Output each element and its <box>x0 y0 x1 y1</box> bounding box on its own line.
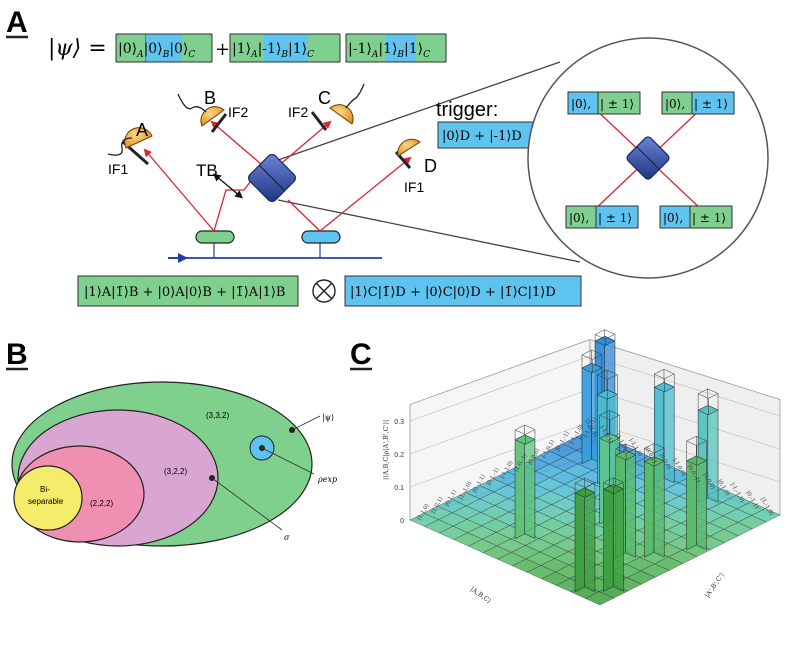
label-322: (3,2,2) <box>164 467 187 476</box>
z-tick-label: 0.2 <box>394 452 404 459</box>
left-axis-label: |A,B,C⟩ <box>469 585 493 605</box>
label-222: (2,2,2) <box>90 499 113 508</box>
panel-c: C 00.10.20.3|⟨A,B,C|ρ|A',B',C'⟩||1,-1,0⟩… <box>350 329 781 606</box>
if2-right-label: IF2 <box>288 104 308 120</box>
if1-right-label: IF1 <box>404 179 424 195</box>
psi-label: |ψ⟩ <box>322 413 334 422</box>
bar-face-left <box>514 434 525 540</box>
label-bisep-2: separable <box>28 497 64 506</box>
z-gridline-right <box>589 388 781 450</box>
svg-text:| ± 1⟩: | ± 1⟩ <box>692 211 726 225</box>
svg-text:|1⟩A|-1⟩B|1⟩C: |1⟩A|-1⟩B|1⟩C <box>232 41 314 60</box>
beam-splitter <box>248 154 296 202</box>
z-gridline-left <box>409 388 591 455</box>
label-332: (3,3,2) <box>206 411 229 420</box>
detector-c: C <box>318 83 365 125</box>
svg-text:| ± 1⟩: | ± 1⟩ <box>694 97 728 111</box>
crystal-left <box>195 230 235 244</box>
trigger-state: |0⟩D + |-1⟩D <box>442 129 522 144</box>
panel-b-letter: B <box>6 338 28 371</box>
state-right-box <box>344 275 582 307</box>
psi-ket: |ψ⟩ = <box>48 36 107 61</box>
svg-text:| ± 1⟩: | ± 1⟩ <box>600 97 634 111</box>
bar-face-left <box>644 456 655 558</box>
z-tick-label: 0.3 <box>394 419 404 426</box>
crystal-right <box>301 230 341 244</box>
if1-left-label: IF1 <box>108 161 128 177</box>
bar-face-left <box>574 487 585 593</box>
panel-c-letter: C <box>350 338 372 371</box>
svg-text:|0⟩,: |0⟩, <box>571 97 591 111</box>
svg-text:|0⟩,: |0⟩, <box>569 211 589 225</box>
if2-left-label: IF2 <box>228 104 248 120</box>
equation-term-3: |-1⟩A|1⟩B|1⟩C <box>345 33 447 63</box>
sigma-label: σ <box>284 533 290 542</box>
photon-paths <box>143 120 412 232</box>
ellipse-core <box>13 465 83 531</box>
zoom-box-tr: |0⟩, | ± 1⟩ <box>661 91 735 115</box>
bar-face-left <box>603 483 614 592</box>
det-c-label: C <box>318 88 331 108</box>
z-gridline-left <box>409 421 591 488</box>
bar-face-right <box>696 455 707 551</box>
bar-face-left <box>581 362 592 465</box>
svg-text:|0⟩,: |0⟩, <box>663 211 683 225</box>
t1-a: |0⟩ <box>118 41 137 57</box>
rho-label: ρexp <box>317 475 337 484</box>
zoom-inset: |0⟩, | ± 1⟩ |0⟩, | ± 1⟩ |0⟩, | ± 1⟩ |0⟩,… <box>527 37 769 279</box>
z-tick-label: 0.1 <box>394 485 404 492</box>
z-gridline-right <box>589 421 781 483</box>
state-right: |1⟩C|1̄⟩D + |0⟩C|0⟩D + |1̄⟩C|1⟩D <box>350 285 556 300</box>
zoom-line-bottom <box>277 199 581 263</box>
zoom-box-br: |0⟩, | ± 1⟩ <box>659 205 733 229</box>
otimes-symbol <box>312 279 336 303</box>
bar-face-right <box>612 483 624 592</box>
svg-text:|0⟩,: |0⟩, <box>665 97 685 111</box>
detector-b: B <box>177 88 225 127</box>
plus-1: + <box>215 39 230 60</box>
density-matrix-chart: 00.10.20.3|⟨A,B,C|ρ|A',B',C'⟩||1,-1,0⟩|0… <box>382 329 781 606</box>
det-b-label: B <box>204 88 216 108</box>
zoom-box-tl: |0⟩, | ± 1⟩ <box>567 91 641 115</box>
label-bisep-1: Bi- <box>40 485 50 494</box>
if2-left-filter <box>210 113 228 133</box>
bar-face-right <box>625 450 636 558</box>
state-left-box <box>77 275 299 307</box>
panel-a: A |ψ⟩ = |0⟩A|0⟩B|0⟩C + |1⟩A|-1⟩B|1⟩C + <box>6 6 769 307</box>
tb-label: TB <box>196 161 218 180</box>
z-tick-label: 0 <box>400 518 404 525</box>
zoom-box-bl: |0⟩, | ± 1⟩ <box>565 205 639 229</box>
trigger-label: trigger: <box>436 99 498 121</box>
detector-a: A <box>107 120 153 156</box>
equation-term-1: |0⟩A|0⟩B|0⟩C <box>115 33 213 63</box>
right-axis-label: |A',B',C'⟩ <box>703 571 726 599</box>
detector-d: D <box>397 138 437 176</box>
z-axis-label: |⟨A,B,C|ρ|A',B',C'⟩| <box>382 420 390 480</box>
zoom-line-top <box>277 61 561 161</box>
det-d-label: D <box>424 156 437 176</box>
z-gridline-right <box>589 355 781 417</box>
svg-text:|0⟩A|0⟩B|0⟩C: |0⟩A|0⟩B|0⟩C <box>118 41 195 60</box>
panel-a-letter: A <box>6 6 28 39</box>
det-a-label: A <box>136 120 148 140</box>
equation-term-2: |1⟩A|-1⟩B|1⟩C <box>229 33 341 63</box>
state-left: |1⟩A|1̄⟩B + |0⟩A|0⟩B + |1̄⟩A|1⟩B <box>84 285 285 300</box>
svg-text:|-1⟩A|1⟩B|1⟩C: |-1⟩A|1⟩B|1⟩C <box>348 41 430 60</box>
bar-face-right <box>653 456 665 558</box>
svg-text:| ± 1⟩: | ± 1⟩ <box>598 211 632 225</box>
panel-b: B (3,3,2) (3,2,2) (2,2,2) Bi- separable … <box>6 338 337 547</box>
bar-face-right <box>584 487 596 592</box>
if2-right-filter <box>310 111 328 131</box>
z-gridline-left <box>409 355 591 422</box>
trigger-box <box>437 121 535 149</box>
